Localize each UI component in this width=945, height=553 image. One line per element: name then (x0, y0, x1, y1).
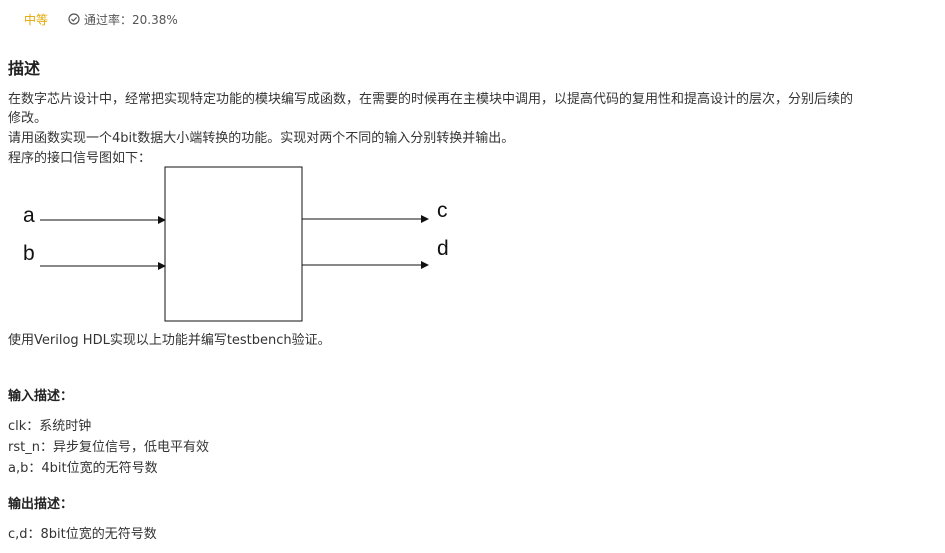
problem-meta: 中等 通过率：20.38% (24, 10, 178, 28)
input-desc-title: 输入描述： (8, 389, 74, 404)
input-desc-line-2: rst_n：异步复位信号，低电平有效 (8, 440, 209, 455)
check-circle-icon (68, 13, 80, 25)
output-d-label: d (437, 237, 449, 260)
input-desc-line-1: clk：系统时钟 (8, 419, 92, 434)
output-desc-line-1: c,d：8bit位宽的无符号数 (8, 527, 157, 542)
output-c-label: c (437, 199, 448, 222)
description-line-4: 程序的接口信号图如下： (8, 151, 152, 166)
interface-diagram: a b c d (23, 166, 449, 322)
module-box (164, 166, 303, 322)
difficulty-badge: 中等 (24, 12, 49, 27)
input-a-label: a (23, 204, 35, 227)
pass-rate: 通过率：20.38% (68, 11, 178, 28)
input-desc-line-3: a,b：4bit位宽的无符号数 (8, 461, 158, 476)
description-title: 描述 (8, 59, 41, 78)
description-line-1: 在数字芯片设计中，经常把实现特定功能的模块编写成函数，在需要的时候再在主模块中调… (8, 92, 854, 107)
after-diagram-text: 使用Verilog HDL实现以上功能并编写testbench验证。 (8, 333, 331, 348)
output-desc-title: 输出描述： (8, 497, 74, 512)
description-line-2: 修改。 (8, 111, 48, 126)
pass-rate-text: 通过率：20.38% (84, 12, 178, 27)
input-b-label: b (23, 242, 35, 265)
description-line-3: 请用函数实现一个4bit数据大小端转换的功能。实现对两个不同的输入分别转换并输出… (8, 131, 515, 146)
